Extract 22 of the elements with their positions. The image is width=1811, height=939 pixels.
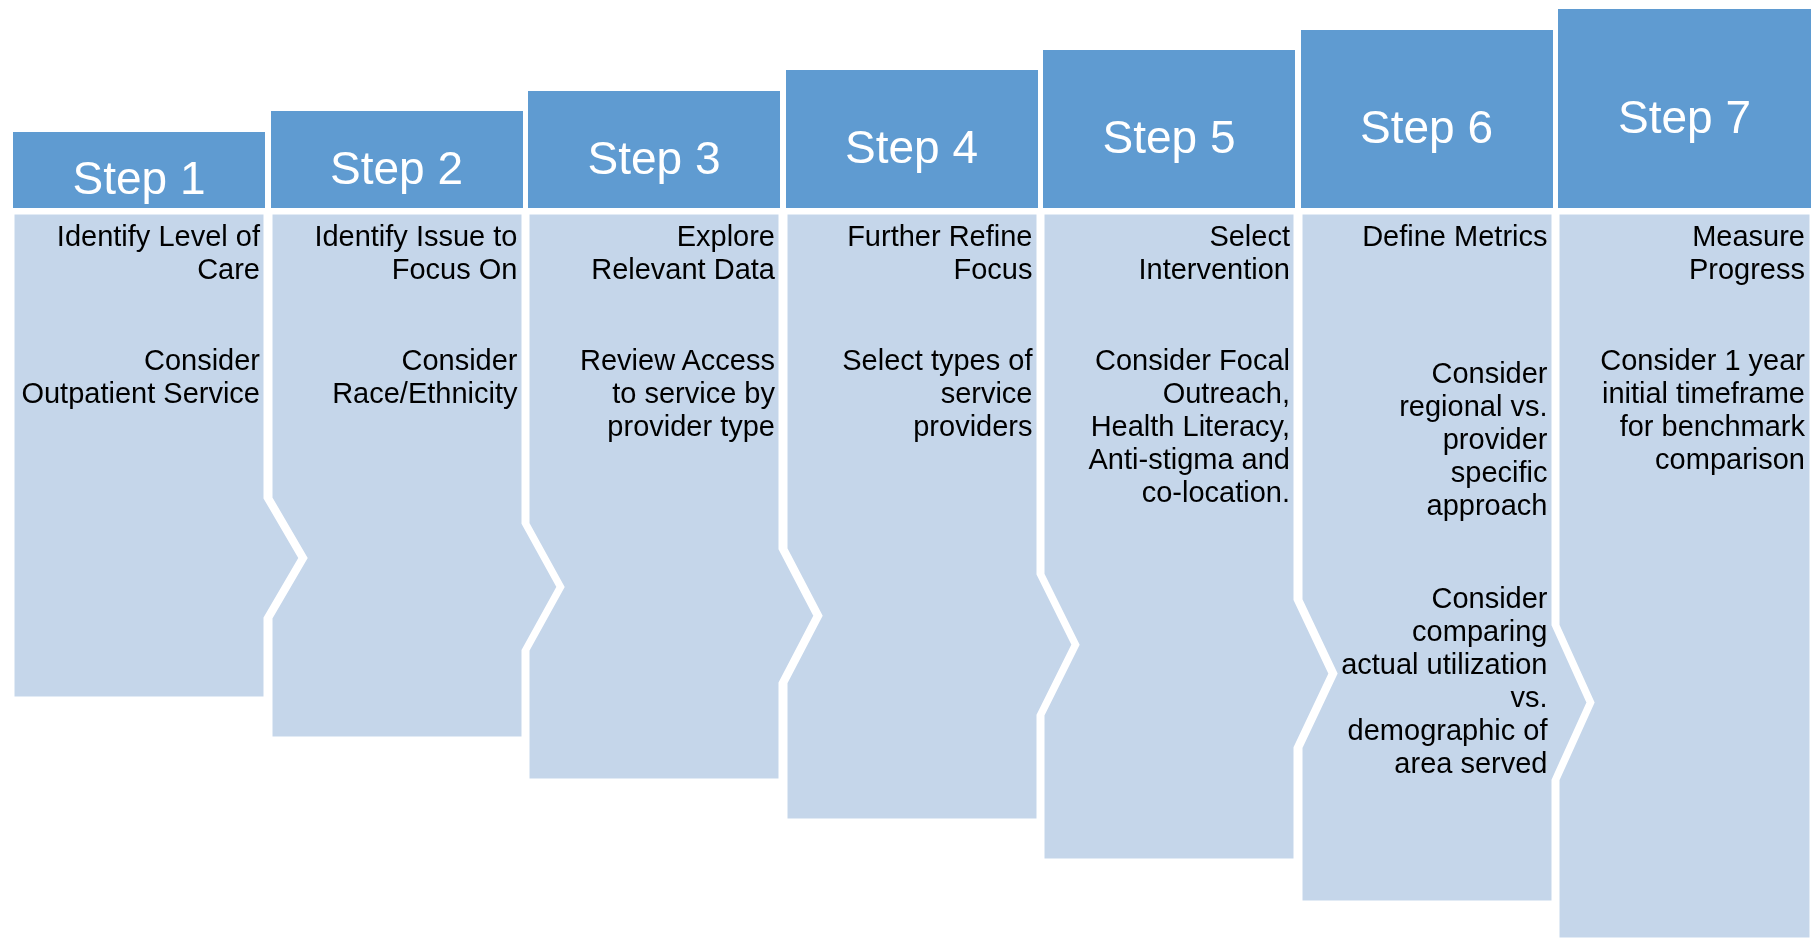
step-column [785,70,1073,820]
step-title: Select Intervention [1137,220,1290,286]
step-column [1300,30,1588,902]
step-note: Review Access to service by provider type [579,344,775,443]
step-title: Identify Level of Care [55,220,260,286]
step-column [1043,50,1330,860]
step-note: Consider comparing actual utilization vs. demographic of area served [1340,582,1548,780]
step-column [1558,9,1811,939]
step-title: Further Refine Focus [846,220,1033,286]
step-title: Identify Issue to Focus On [313,220,518,286]
step-note: Consider 1 year initial timeframe for benchmark comparison [1599,344,1805,476]
step-title: Explore Relevant Data [590,220,775,286]
step-column [528,91,815,780]
step-note: Consider Focal Outreach, Health Literacy, Anti-stigma and co-location. [1087,344,1290,509]
step-note: Consider Outpatient Service [20,344,260,410]
step-column [13,132,300,698]
step-note: Select types of service providers [841,344,1033,443]
step-note: Consider Race/Ethnicity [331,344,518,410]
step-note: Consider regional vs. provider specific approach [1398,357,1548,522]
step-column [270,111,558,738]
step-title: Define Metrics [1361,220,1548,253]
step-title: Measure Progress [1687,220,1805,286]
